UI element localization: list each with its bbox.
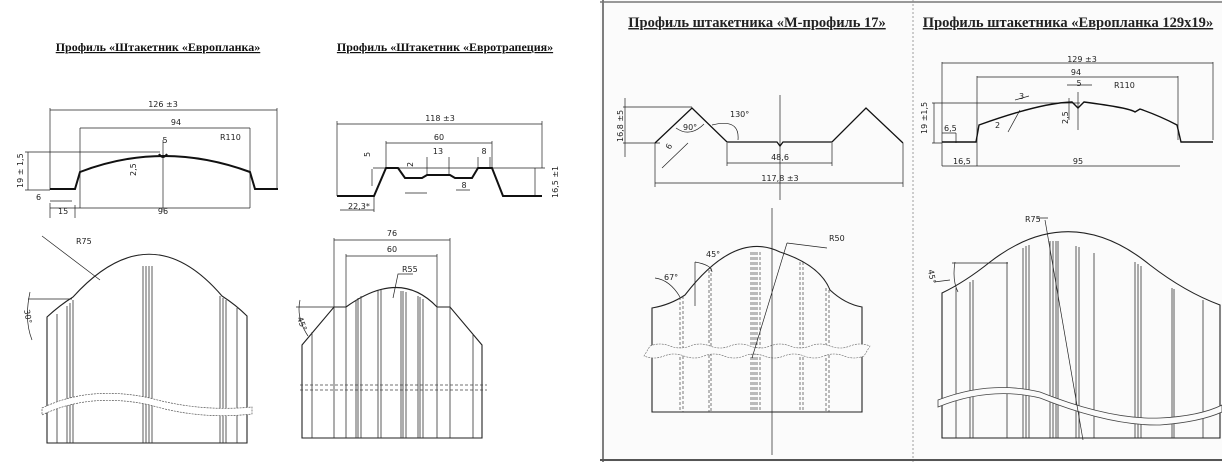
panel-title: Профиль «Штакетник «Евротрапеция» xyxy=(337,40,553,54)
dim-rib-bottom: 8 xyxy=(461,181,466,190)
dim-middle: 48,6 xyxy=(771,153,789,162)
dim-groove: 2 xyxy=(406,162,415,167)
dim-step: 5 xyxy=(363,152,372,157)
cross-section: 16,8 ±5 90° 130° 6 48,6 117,8 ±3 xyxy=(616,95,904,200)
dim-rib: 8 xyxy=(481,147,486,156)
dim-top: 94 xyxy=(1071,68,1081,77)
dim-angle-130: 130° xyxy=(730,110,749,119)
dim-edge: 6,5 xyxy=(944,124,957,133)
dim-overall: 129 ±3 xyxy=(1067,55,1097,64)
front-radius: R75 xyxy=(1025,215,1041,224)
dim-radius: R110 xyxy=(1114,81,1135,90)
front-outer-width: 76 xyxy=(387,229,397,238)
dim-rib-2: 2 xyxy=(995,121,1000,130)
dim-base: 95 xyxy=(1073,157,1083,166)
dim-depth: 2,5 xyxy=(129,163,138,176)
panel-europlanka-129x19: Профиль штакетника «Европланка 129x19» 1… xyxy=(920,15,1222,441)
dim-top: 94 xyxy=(171,118,181,127)
front-view: R75 30° xyxy=(22,235,253,444)
panel-title: Профиль штакетника «М-профиль 17» xyxy=(628,15,885,31)
front-radius: R55 xyxy=(402,265,418,274)
dim-top: 60 xyxy=(434,133,444,142)
dim-overall: 126 ±3 xyxy=(148,100,178,109)
dim-radius: R110 xyxy=(220,133,241,142)
panel-evrotrapecia: Профиль «Штакетник «Евротрапеция» 118 ±3… xyxy=(295,40,560,439)
panel-title: Профиль штакетника «Европланка 129x19» xyxy=(923,15,1213,31)
dim-height: 19 ±1,5 xyxy=(920,102,929,134)
dim-rib: 3 xyxy=(1019,92,1024,101)
front-radius: R75 xyxy=(76,237,92,246)
dim-overall: 118 ±3 xyxy=(425,114,455,123)
front-angle-45: 45° xyxy=(706,250,720,259)
dim-flange: 22,3* xyxy=(348,202,370,211)
dim-angle-90: 90° xyxy=(683,123,697,132)
dim-mid: 13 xyxy=(433,147,443,156)
front-view: R75 45° xyxy=(926,215,1222,441)
front-radius: R50 xyxy=(829,234,845,243)
dim-flange: 16,5 xyxy=(953,157,971,166)
front-angle: 30° xyxy=(22,309,33,325)
panel-m-profil-17: Профиль штакетника «М-профиль 17» 16,8 ±… xyxy=(616,15,904,455)
cross-section: 129 ±3 94 5 R110 19 ±1,5 3 2 2,5 6,5 16,… xyxy=(920,55,1214,167)
dim-flange: 15 xyxy=(58,207,68,216)
dim-height: 16,5 ±1 xyxy=(551,166,560,198)
scanned-sheet-background xyxy=(600,0,1222,462)
front-angle-67: 67° xyxy=(664,273,678,282)
panel-title: Профиль «Штакетник «Европланка» xyxy=(56,40,261,54)
dim-edge: 6 xyxy=(36,193,41,202)
front-angle: 45° xyxy=(295,316,308,332)
front-angle: 45° xyxy=(926,269,937,285)
dim-notch: 5 xyxy=(162,136,167,145)
dim-overall: 117,8 ±3 xyxy=(761,174,798,183)
front-view: 45° 67° R50 xyxy=(643,208,871,455)
dim-height: 16,8 ±5 xyxy=(616,110,625,142)
cross-section: 126 ±3 94 5 R110 19 ± 1,5 2,5 6 15 96 xyxy=(16,100,278,218)
dim-height: 19 ± 1,5 xyxy=(16,153,25,188)
front-view: 76 60 R55 45° xyxy=(295,229,487,439)
panel-europlanka: Профиль «Штакетник «Европланка» 126 ±3 9… xyxy=(16,40,278,444)
front-inner-width: 60 xyxy=(387,245,397,254)
cross-section: 118 ±3 60 13 8 8 5 2 16,5 ±1 22,3* xyxy=(336,114,560,212)
dim-notch: 5 xyxy=(1076,79,1081,88)
dim-depth: 2,5 xyxy=(1061,111,1070,124)
dim-base: 96 xyxy=(158,207,168,216)
dim-side: 6 xyxy=(664,142,674,151)
